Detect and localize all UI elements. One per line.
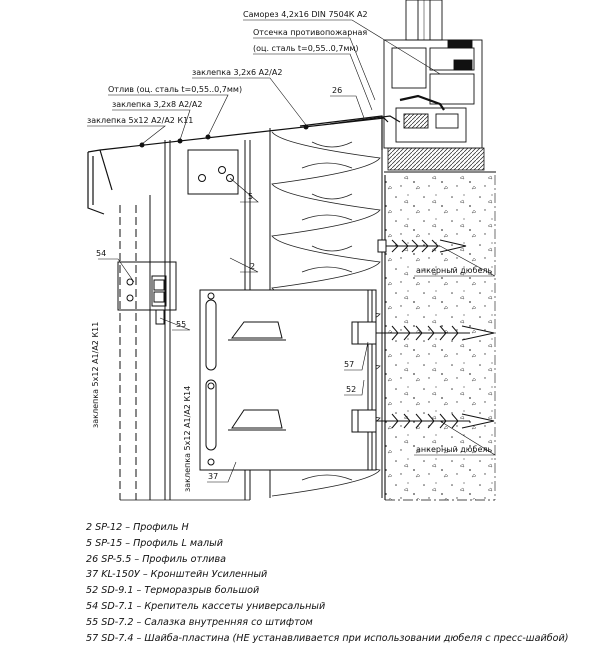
legend-item: 52 SD-9.1 – Терморазрыв большой [86,585,260,597]
callout-55: 55 [176,320,186,329]
annotation-anchor-bottom: анкерный дюбель [416,445,492,454]
concrete-wall [385,175,495,500]
cassette-fixer [117,261,177,325]
sill-seal [387,147,485,171]
rivet-markers [139,124,309,148]
annotation-rivet-5x12-k11: заклепка 5х12 А2/А2 К11 [87,116,193,125]
flashing-profile [87,115,401,215]
callout-57: 57 [344,360,354,369]
annotation-firestop-1: Отсечка противопожарная [253,28,367,37]
anchor-dowel-top [377,239,467,253]
annotation-rivet-32x6: заклепка 3,2х6 А2/А2 [192,68,282,77]
profile-l-small [187,149,239,195]
legend-item: 55 SD-7.2 – Салазка внутренняя со штифто… [86,616,313,628]
facade-section-drawing: Саморез 4,2x16 DIN 7504К А2 Отсечка прот… [87,0,497,501]
anchor-dowel-middle [351,321,495,345]
annotation-rivet-32x8: заклепка 3,2х8 А2/А2 [112,100,202,109]
callout-37: 37 [208,472,218,481]
legend-item: 26 SP-5.5 – Профиль отлива [86,553,227,565]
annotation-firestop-2: (оц. сталь t=0,55..0,7мм) [253,44,359,53]
window-frame [383,0,483,149]
callout-52: 52 [346,385,356,394]
annotation-anchor-top: анкерный дюбель [416,266,492,275]
reinforced-bracket [199,289,377,471]
leader-lines [87,19,497,483]
callout-2: 2 [250,262,255,271]
anchor-dowel-bottom [351,409,495,433]
callout-54: 54 [96,249,106,258]
legend-item: 37 KL-150У – Кронштейн Усиленный [86,569,268,581]
annotation-rivet-vertical-k11: заклепка 5х12 А1/А2 К11 [91,322,100,428]
annotation-rivet-vertical-k14: заклепка 5х12 А1/А2 К14 [183,386,192,492]
legend-list: 2 SP-12 – Профиль Н 5 SP-15 – Профиль L … [86,520,596,646]
legend-item: 5 SP-15 – Профиль L малый [86,537,223,549]
annotation-screw: Саморез 4,2x16 DIN 7504К А2 [243,10,368,19]
legend-item: 57 SD-7.4 – Шайба-пластина (НЕ устанавли… [86,632,569,644]
legend-item: 54 SD-7.1 – Крепитель кассеты универсаль… [86,600,326,612]
callout-26: 26 [332,86,342,95]
legend-item: 2 SP-12 – Профиль Н [86,522,189,533]
annotation-flashing: Отлив (оц. сталь t=0,55..0,7мм) [108,85,242,94]
callout-5: 5 [248,192,253,201]
